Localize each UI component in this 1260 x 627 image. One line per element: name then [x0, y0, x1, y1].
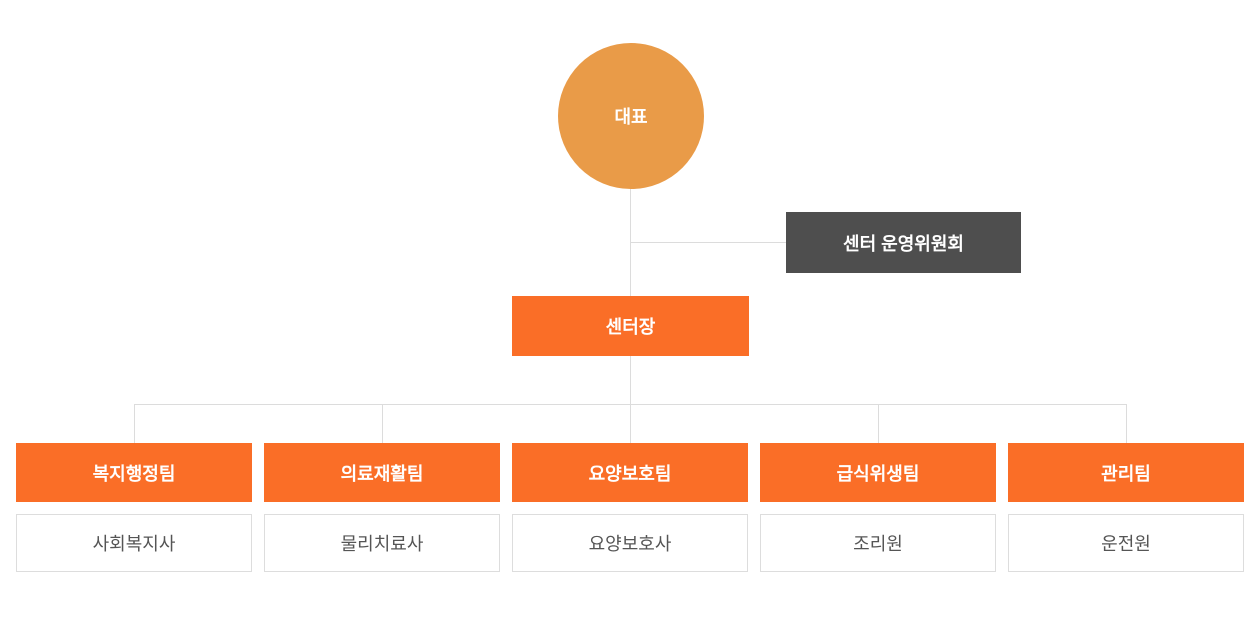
role-node-label: 조리원 [853, 534, 903, 554]
ceo-node: 대표 [558, 43, 704, 189]
role-node-social-worker: 사회복지사 [16, 514, 252, 572]
role-node-label: 요양보호사 [588, 534, 672, 554]
team-node-label: 의료재활팀 [340, 463, 424, 484]
role-node-physical-therapist: 물리치료사 [264, 514, 500, 572]
connector-drop-management [1126, 404, 1127, 443]
team-node-label: 복지행정팀 [92, 463, 176, 484]
role-node-label: 물리치료사 [340, 534, 424, 554]
connector-director-to-bus [630, 356, 631, 443]
connector-to-committee [631, 242, 786, 243]
team-node-welfare-admin: 복지행정팀 [16, 443, 252, 502]
role-node-label: 사회복지사 [92, 534, 176, 554]
team-node-food-hygiene: 급식위생팀 [760, 443, 996, 502]
committee-node-label: 센터 운영위원회 [843, 233, 964, 254]
role-node-care-worker: 요양보호사 [512, 514, 748, 572]
ceo-node-label: 대표 [614, 107, 648, 127]
connector-horizontal-bus [134, 404, 1127, 405]
team-node-label: 관리팀 [1101, 463, 1151, 484]
role-node-cook: 조리원 [760, 514, 996, 572]
connector-drop-welfare-admin [134, 404, 135, 443]
team-node-label: 급식위생팀 [836, 463, 920, 484]
connector-drop-medical-rehab [382, 404, 383, 443]
director-node-label: 센터장 [605, 317, 656, 337]
team-node-label: 요양보호팀 [588, 463, 672, 484]
director-node: 센터장 [512, 296, 749, 356]
committee-node: 센터 운영위원회 [786, 212, 1021, 273]
connector-root-to-director [630, 189, 631, 296]
role-node-driver: 운전원 [1008, 514, 1244, 572]
team-node-management: 관리팀 [1008, 443, 1244, 502]
connector-drop-food-hygiene [878, 404, 879, 443]
role-node-label: 운전원 [1101, 534, 1151, 554]
team-node-care-protection: 요양보호팀 [512, 443, 748, 502]
team-node-medical-rehab: 의료재활팀 [264, 443, 500, 502]
